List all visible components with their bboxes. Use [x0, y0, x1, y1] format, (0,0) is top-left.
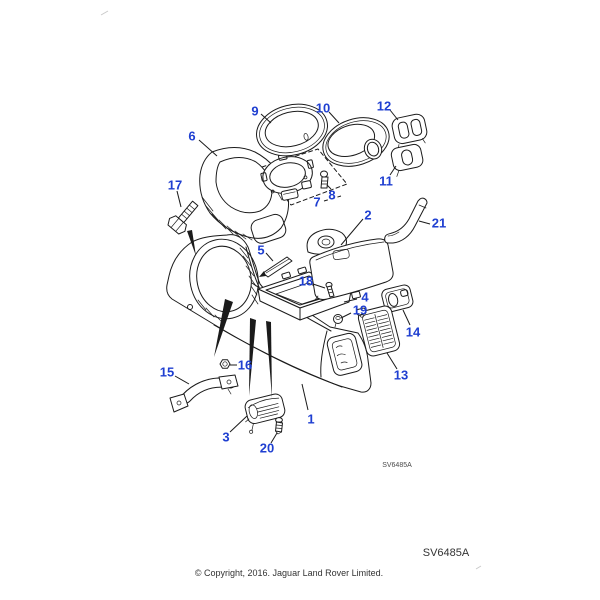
- callout-20[interactable]: 20: [260, 441, 274, 456]
- part-16-nut: [219, 359, 231, 369]
- callout-1[interactable]: 1: [307, 412, 314, 427]
- callout-11[interactable]: 11: [379, 174, 393, 189]
- callout-5[interactable]: 5: [257, 243, 264, 258]
- callout-19[interactable]: 19: [353, 303, 367, 318]
- callout-leader-1: [301, 383, 309, 411]
- callout-leader-17: [176, 190, 182, 208]
- callout-16[interactable]: 16: [238, 358, 252, 373]
- callout-leader-3: [229, 415, 248, 433]
- part-15-bracket: [169, 374, 239, 413]
- callout-leader-18: [312, 283, 326, 289]
- part-10-bezel: [322, 117, 390, 167]
- callout-leader-7: [323, 195, 342, 202]
- part-14-switch-panel: [381, 284, 414, 319]
- callout-leader-21: [418, 220, 431, 225]
- console-sill-line: [213, 324, 343, 388]
- callout-leader-10: [328, 111, 340, 124]
- callout-17[interactable]: 17: [168, 178, 182, 193]
- callout-leader-5: [265, 252, 274, 262]
- part-2-armrest-lid: [306, 228, 394, 301]
- callout-12[interactable]: 12: [377, 99, 391, 114]
- part-12-switch-bezel: [391, 113, 428, 151]
- callout-7[interactable]: 7: [313, 195, 320, 210]
- callout-leader-8: [326, 184, 332, 190]
- part-7-dashed-box: [261, 148, 348, 206]
- exploded-view-art: [166, 103, 428, 435]
- console-shifter-opening: [189, 238, 259, 320]
- part-9-bezel: [256, 103, 328, 157]
- diagram-code: SV6485A: [423, 547, 470, 559]
- callout-15[interactable]: 15: [160, 365, 174, 380]
- callout-18[interactable]: 18: [299, 274, 313, 289]
- callout-leader-15: [174, 375, 190, 385]
- callout-leader-2: [340, 218, 364, 246]
- callout-14[interactable]: 14: [406, 325, 421, 340]
- part-8-screw: [320, 170, 329, 189]
- callout-leader-13: [386, 352, 398, 370]
- part-5-trim-strip: [259, 256, 293, 278]
- part-21-lever: [384, 197, 428, 244]
- insertion-arrows: [187, 230, 272, 398]
- callout-10[interactable]: 10: [316, 101, 330, 116]
- callout-leader-11: [389, 165, 397, 176]
- callout-21[interactable]: 21: [432, 216, 446, 231]
- part-11-switch-bezel: [390, 143, 424, 177]
- callout-2[interactable]: 2: [364, 208, 371, 223]
- part-18-screw: [325, 281, 335, 298]
- console-crease: [245, 246, 260, 288]
- callout-13[interactable]: 13: [394, 368, 408, 383]
- console-rear-crease: [320, 330, 328, 378]
- console-grommet-hole: [187, 304, 193, 310]
- part-19-grommet: [333, 314, 343, 328]
- part-13-vent-grille: [356, 305, 401, 357]
- console-rear-vent-opening: [326, 332, 363, 376]
- callout-leader-20: [270, 432, 278, 444]
- part-17-bolt: [167, 200, 199, 235]
- part-20-screw: [275, 417, 283, 435]
- callout-3[interactable]: 3: [222, 430, 229, 445]
- callout-8[interactable]: 8: [328, 188, 335, 203]
- callout-4[interactable]: 4: [361, 290, 369, 305]
- callout-9[interactable]: 9: [251, 104, 258, 119]
- scan-artifact: [100, 10, 109, 16]
- copyright-text: © Copyright, 2016. Jaguar Land Rover Lim…: [195, 568, 383, 578]
- diagram-code-inline: SV6485A: [382, 462, 412, 469]
- scan-artifact: [475, 565, 482, 570]
- part-7-shifter-mechanism: [260, 153, 314, 201]
- callout-leader-9: [260, 113, 272, 124]
- callout-6[interactable]: 6: [188, 129, 195, 144]
- part-1-console-body: [166, 234, 372, 393]
- callout-leader-12: [389, 109, 399, 121]
- callout-leader-19: [340, 312, 352, 319]
- callout-leader-14: [402, 309, 411, 326]
- part-3-module: [244, 393, 286, 434]
- callout-leader-6: [198, 139, 218, 157]
- callout-leader-4: [343, 298, 358, 303]
